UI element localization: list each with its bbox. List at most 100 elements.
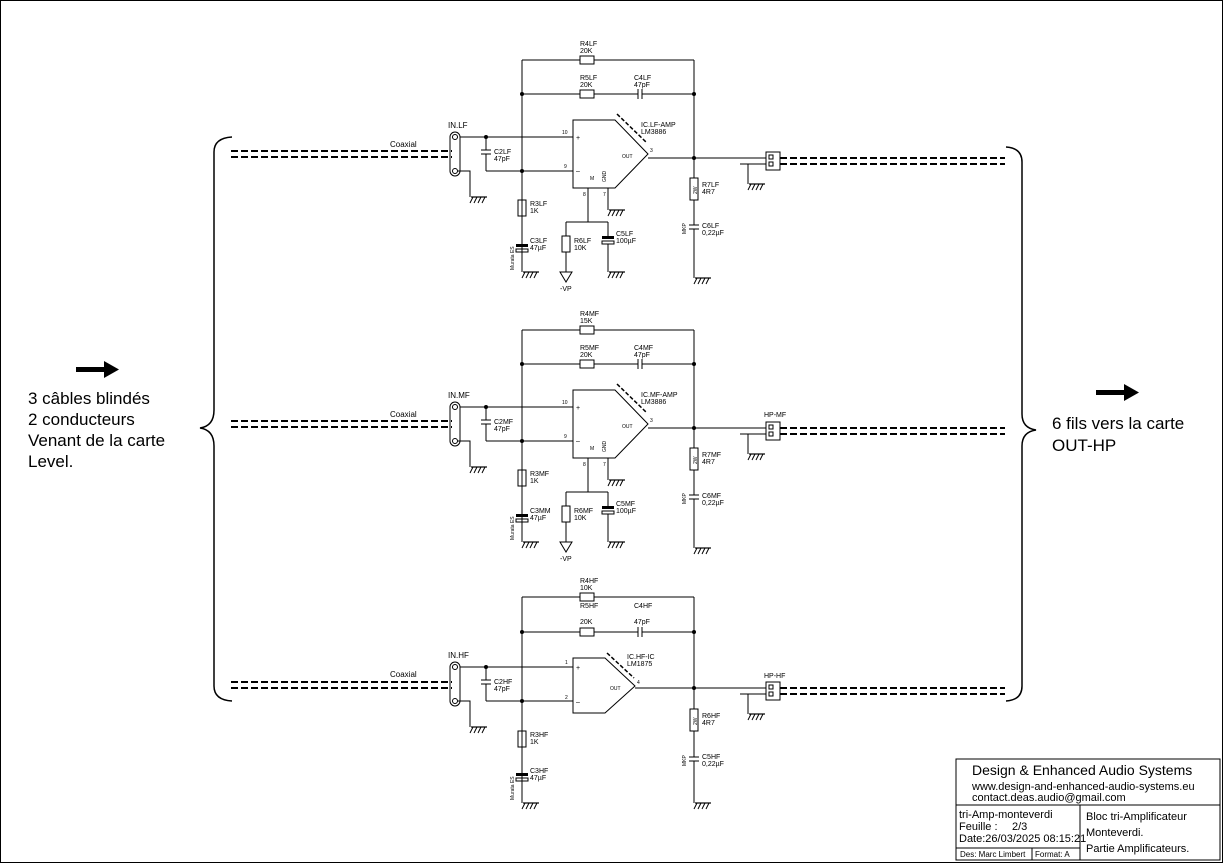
watt-label: 2W	[693, 456, 699, 464]
description-line: Partie Amplificateurs.	[1086, 843, 1189, 855]
mkp-label: MKP	[682, 493, 688, 505]
resistor-icon	[517, 199, 527, 217]
amplifier-stage-lf: Coaxial IN.LF C2LF 47pF R4LF 20K	[231, 41, 1005, 293]
output-connector-icon[interactable]	[765, 681, 781, 701]
c4-ref: C4HF	[634, 603, 652, 610]
resistor-icon	[579, 359, 595, 369]
ic-name: IC.MF-AMP	[641, 392, 678, 399]
input-connector-icon[interactable]	[449, 661, 461, 707]
output-connector-icon[interactable]	[765, 421, 781, 441]
pin-num: 2	[565, 695, 568, 701]
c5-ref: C5LF	[616, 231, 633, 238]
pin-num: 8	[583, 192, 586, 198]
input-connector-icon[interactable]	[449, 131, 461, 177]
resistor-icon	[579, 89, 595, 99]
input-label: IN.HF	[448, 651, 469, 660]
right-note-line: OUT-HP	[1052, 436, 1116, 455]
c3-ref: C3HF	[530, 768, 548, 775]
r6-ref: R6LF	[574, 238, 591, 245]
pin-num: 3	[650, 418, 653, 424]
pin-num: 3	[650, 148, 653, 154]
input-label: IN.LF	[448, 121, 468, 130]
pin-out: OUT	[622, 154, 633, 160]
r6-value: 10K	[574, 245, 587, 252]
c6-ref: C6LF	[702, 223, 719, 230]
c2-value: 47pF	[494, 156, 510, 163]
c2-value: 47pF	[494, 426, 510, 433]
r5-value: 20K	[580, 352, 593, 359]
pin-num: 1	[565, 660, 568, 666]
pin-m: M	[590, 446, 594, 452]
c6-value: 0,22µF	[702, 230, 724, 237]
amplifier-stage-hf: Coaxial IN.HF C2HF 47pF R4HF 10K R5HF	[231, 578, 1005, 810]
c4-value: 47pF	[634, 82, 650, 89]
mkp-label: MKP	[682, 755, 688, 767]
input-label: IN.MF	[448, 391, 470, 400]
c5-value: 0,22µF	[702, 761, 724, 768]
amplifier-stage-mf: Coaxial IN.MF C2MF 47pF R4MF 15K R5MF 20…	[231, 311, 1005, 563]
elec-label: Murata ES	[510, 246, 516, 270]
r5-value: 20K	[580, 619, 593, 626]
pin-out: OUT	[610, 686, 621, 692]
vp-supply-icon	[559, 271, 573, 283]
mkp-label: MKP	[682, 223, 688, 235]
pin-num: 10	[562, 130, 568, 136]
c5-ref: C5MF	[616, 501, 635, 508]
format-label: Format: A	[1035, 850, 1070, 859]
r5-ref: R5LF	[580, 75, 597, 82]
r3-ref: R3MF	[530, 471, 549, 478]
right-arrow-icon	[1096, 384, 1139, 401]
watt-label: 2W	[693, 717, 699, 725]
output-connector-icon[interactable]	[765, 151, 781, 171]
pin-m: M	[590, 176, 594, 182]
resistor-icon	[517, 469, 527, 487]
opamp-lm1875-icon	[572, 657, 636, 714]
c2-ref: C2HF	[494, 679, 512, 686]
right-brace	[1005, 146, 1037, 702]
description-line: Monteverdi.	[1086, 827, 1143, 839]
c2-ref: C2LF	[494, 149, 511, 156]
r4-ref: R4MF	[580, 311, 599, 318]
r7-value: 4R7	[702, 189, 715, 196]
left-arrow-icon	[76, 361, 119, 378]
coax-label: Coaxial	[390, 140, 417, 149]
sheet-label: Feuille :	[959, 821, 998, 833]
pin-num: 9	[564, 164, 567, 170]
opamp-lm3886-icon	[572, 119, 649, 189]
resistor-icon	[579, 627, 595, 637]
left-note-line: Venant de la carte	[28, 431, 165, 450]
pin-minus: –	[576, 438, 580, 445]
pin-num: 10	[562, 400, 568, 406]
r3-ref: R3LF	[530, 201, 547, 208]
r5-value: 20K	[580, 82, 593, 89]
input-connector-icon[interactable]	[449, 401, 461, 447]
ic-name: IC.LF-AMP	[641, 122, 676, 129]
left-note-line: Level.	[28, 452, 73, 471]
c4-value: 47pF	[634, 352, 650, 359]
ic-part: LM1875	[627, 661, 652, 668]
pin-gnd: GND	[602, 441, 608, 453]
c2-value: 47pF	[494, 686, 510, 693]
project-name: tri-Amp-monteverdi	[959, 809, 1053, 821]
r4-ref: R4HF	[580, 578, 598, 585]
r5-ref: R5HF	[580, 603, 598, 610]
pin-minus: –	[576, 699, 580, 706]
company-email: contact.deas.audio@gmail.com	[972, 792, 1126, 804]
hp-label: HP-MF	[764, 412, 786, 419]
coax-label: Coaxial	[390, 670, 417, 679]
r7-ref: R7LF	[702, 182, 719, 189]
date-label: Date:26/03/2025 08:15:21	[959, 833, 1086, 845]
left-note-line: 3 câbles blindés	[28, 389, 150, 408]
r4-value: 20K	[580, 48, 593, 55]
sheet-value: 2/3	[1012, 821, 1027, 833]
resistor-icon	[579, 325, 595, 335]
ic-name: IC.HF-IC	[627, 654, 655, 661]
pin-plus: +	[576, 665, 580, 672]
pin-num: 8	[583, 462, 586, 468]
r6-value: 10K	[574, 515, 587, 522]
c2-ref: C2MF	[494, 419, 513, 426]
pin-num: 9	[564, 434, 567, 440]
pin-plus: +	[576, 405, 580, 412]
